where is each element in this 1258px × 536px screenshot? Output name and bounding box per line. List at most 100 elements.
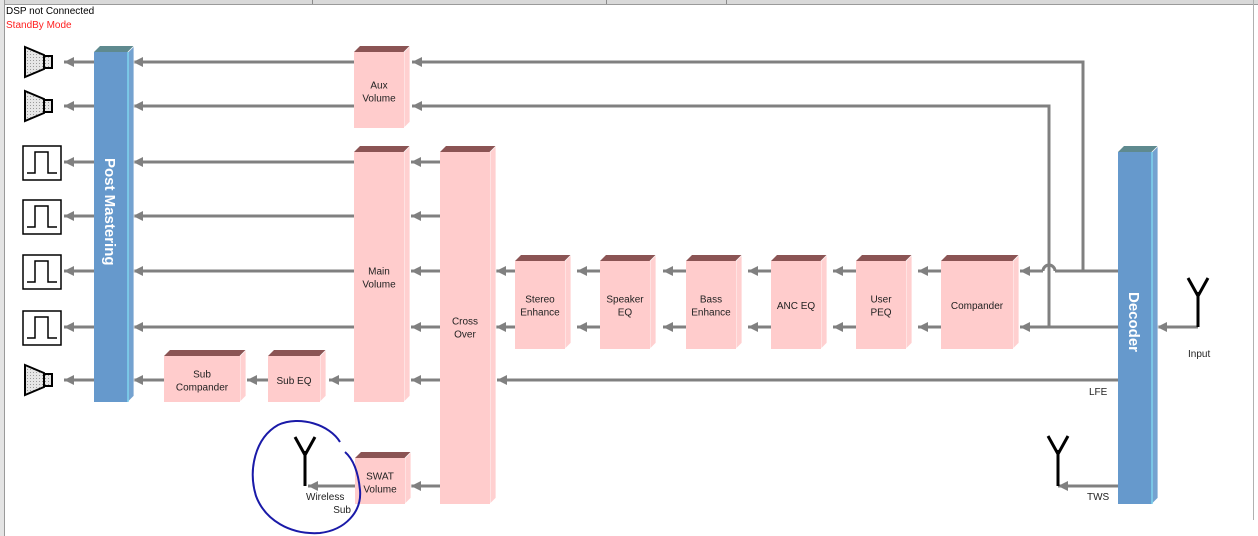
arrow-head-icon [411, 157, 421, 167]
window-left-edge [0, 0, 5, 536]
tws-label: TWS [1087, 492, 1110, 503]
arrow-head-icon [663, 322, 673, 332]
arrow-head-icon [663, 266, 673, 276]
speaker-eq-block[interactable] [600, 254, 657, 350]
aux-feed-wire-2 [412, 104, 1051, 327]
aux-volume-block[interactable] [354, 45, 411, 129]
pulse-output-icon [22, 254, 62, 290]
arrow-head-icon [918, 322, 928, 332]
block-label: Bass [700, 295, 722, 306]
arrow-head-icon [1058, 481, 1068, 491]
arrow-head-icon [411, 211, 421, 221]
pulse-output-icon [22, 199, 62, 235]
tws-antenna-icon [1046, 435, 1070, 486]
arrow-head-icon [133, 322, 143, 332]
arrow-head-icon [412, 57, 422, 67]
arrow-head-icon [64, 266, 74, 276]
arrow-head-icon [64, 57, 74, 67]
decoder-label: Decoder [1125, 292, 1142, 352]
pulse-output-icon [22, 310, 62, 346]
arrow-head-icon [1020, 266, 1030, 276]
aux-feed-wire-1 [412, 60, 1085, 271]
block-label: EQ [618, 308, 633, 319]
arrow-head-icon [133, 375, 143, 385]
main-volume-block[interactable] [354, 145, 411, 403]
arrow-head-icon [64, 322, 74, 332]
standby-mode-status: StandBy Mode [6, 20, 72, 31]
block-label: Volume [362, 280, 396, 291]
sub-companion-block[interactable] [164, 349, 247, 403]
arrow-head-icon [497, 375, 507, 385]
block-label: User [870, 295, 892, 306]
cross-over-block[interactable] [440, 145, 497, 505]
arrow-head-icon [64, 375, 74, 385]
anc-eq-block[interactable] [771, 254, 828, 350]
wireless-sub-label-2: Sub [333, 505, 351, 516]
arrow-head-icon [833, 266, 843, 276]
block-label: Main [368, 267, 390, 278]
arrow-head-icon [133, 101, 143, 111]
input-antenna-icon [1186, 277, 1210, 327]
swat-volume-block[interactable] [355, 451, 412, 505]
arrow-head-icon [577, 266, 587, 276]
post-mastering-label: Post Mastering [101, 158, 118, 266]
arrow-head-icon [64, 101, 74, 111]
arrow-head-icon [748, 266, 758, 276]
arrow-head-icon [411, 481, 421, 491]
block-label: Stereo [525, 295, 555, 306]
post-mastering-block[interactable] [94, 45, 135, 403]
stereo-enhance-block[interactable] [515, 254, 572, 350]
arrow-head-icon [496, 266, 506, 276]
annotation-circle [251, 420, 362, 535]
arrow-head-icon [1157, 322, 1167, 332]
processing-blocks [94, 45, 1159, 505]
arrow-head-icon [308, 481, 318, 491]
lfe-label: LFE [1089, 387, 1108, 398]
pulse-output-icon [22, 145, 62, 181]
window-top-bar [0, 0, 1258, 5]
output-icons [22, 45, 1210, 535]
arrow-head-icon [748, 322, 758, 332]
speaker-icon [24, 363, 53, 397]
bass-enhance-block[interactable] [686, 254, 743, 350]
block-label: Volume [362, 94, 396, 105]
arrow-head-icon [133, 157, 143, 167]
block-label: PEQ [870, 308, 891, 319]
arrow-head-icon [133, 266, 143, 276]
block-label: Sub EQ [276, 376, 311, 387]
window-right-edge [1253, 0, 1254, 520]
arrow-head-icon [577, 322, 587, 332]
arrow-head-icon [247, 375, 257, 385]
block-label: Cross [452, 317, 478, 328]
arrow-head-icon [412, 101, 422, 111]
arrow-head-icon [411, 322, 421, 332]
block-label: Compander [176, 383, 229, 394]
arrow-head-icon [918, 266, 928, 276]
sub-eq-block[interactable] [268, 349, 327, 403]
arrow-head-icon [133, 211, 143, 221]
user-peq-block[interactable] [856, 254, 913, 350]
block-label: Compander [951, 301, 1004, 312]
block-label: SWAT [366, 472, 394, 483]
signal-wires [64, 57, 1198, 491]
block-label: Aux [370, 81, 387, 92]
wireless-sub-label: Wireless [306, 492, 344, 503]
block-label: Speaker [606, 295, 644, 306]
input-label: Input [1188, 349, 1210, 360]
arrow-head-icon [329, 375, 339, 385]
dsp-connection-status: DSP not Connected [6, 6, 95, 17]
block-label: Volume [363, 485, 397, 496]
block-label: Enhance [520, 308, 560, 319]
block-label: ANC EQ [777, 301, 816, 312]
compander-block[interactable] [941, 254, 1020, 350]
block-label: Enhance [691, 308, 731, 319]
wireless-sub-antenna-icon [293, 436, 317, 486]
arrow-head-icon [411, 266, 421, 276]
arrow-head-icon [411, 375, 421, 385]
speaker-icon [24, 89, 53, 123]
arrow-head-icon [496, 322, 506, 332]
block-label: Over [454, 330, 476, 341]
block-label: Sub [193, 370, 211, 381]
arrow-head-icon [64, 157, 74, 167]
